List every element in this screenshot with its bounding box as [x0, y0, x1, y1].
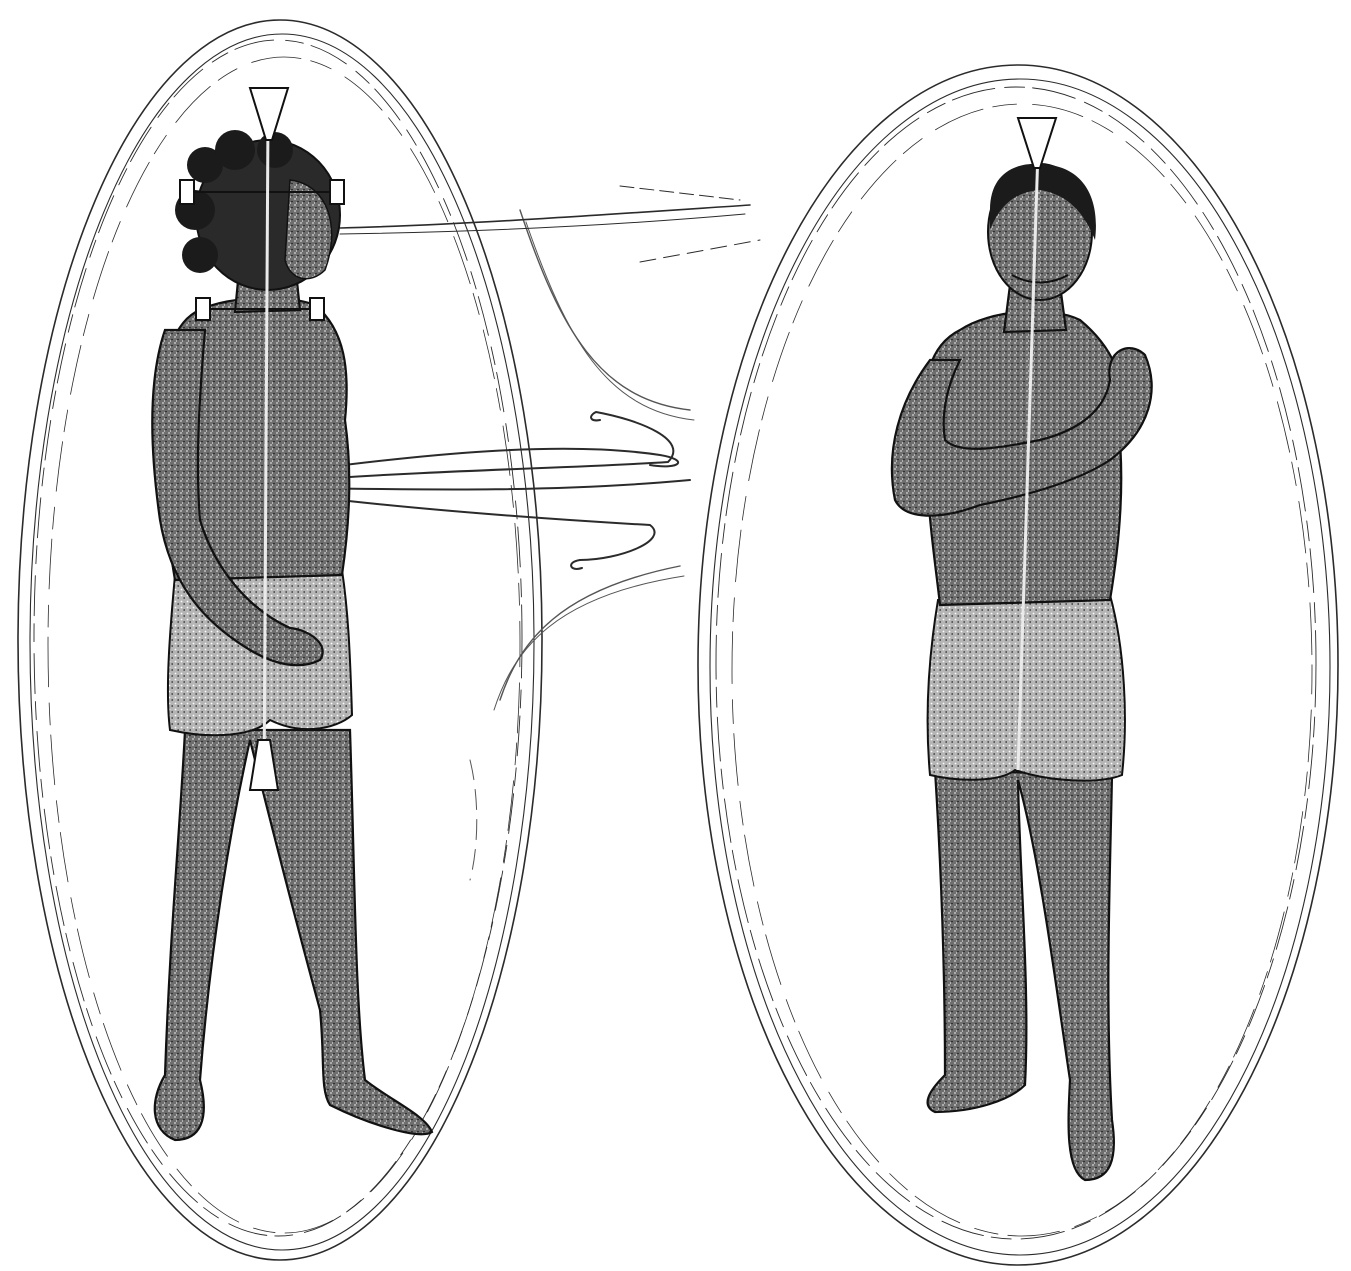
left-figure: [152, 88, 432, 1140]
aura-bridge: [470, 210, 694, 880]
right-figure: [892, 118, 1152, 1180]
head-cord: [340, 205, 750, 228]
belly-cord-upper: [305, 449, 678, 470]
right-figure-crown-funnel: [1018, 118, 1056, 168]
belly-cord-middle: [305, 480, 690, 490]
belly-cord-hook-bottom: [571, 560, 582, 569]
left-figure-legs: [155, 730, 432, 1140]
belly-cord-lower: [305, 496, 655, 560]
connection-cords: [305, 186, 760, 569]
right-figure-shorts: [928, 595, 1125, 781]
left-figure-crown-funnel: [250, 88, 288, 140]
left-figure-head: [175, 130, 340, 290]
right-figure-legs: [928, 770, 1114, 1180]
belly-cord-hook-top: [305, 412, 673, 480]
right-figure-head: [988, 164, 1096, 300]
